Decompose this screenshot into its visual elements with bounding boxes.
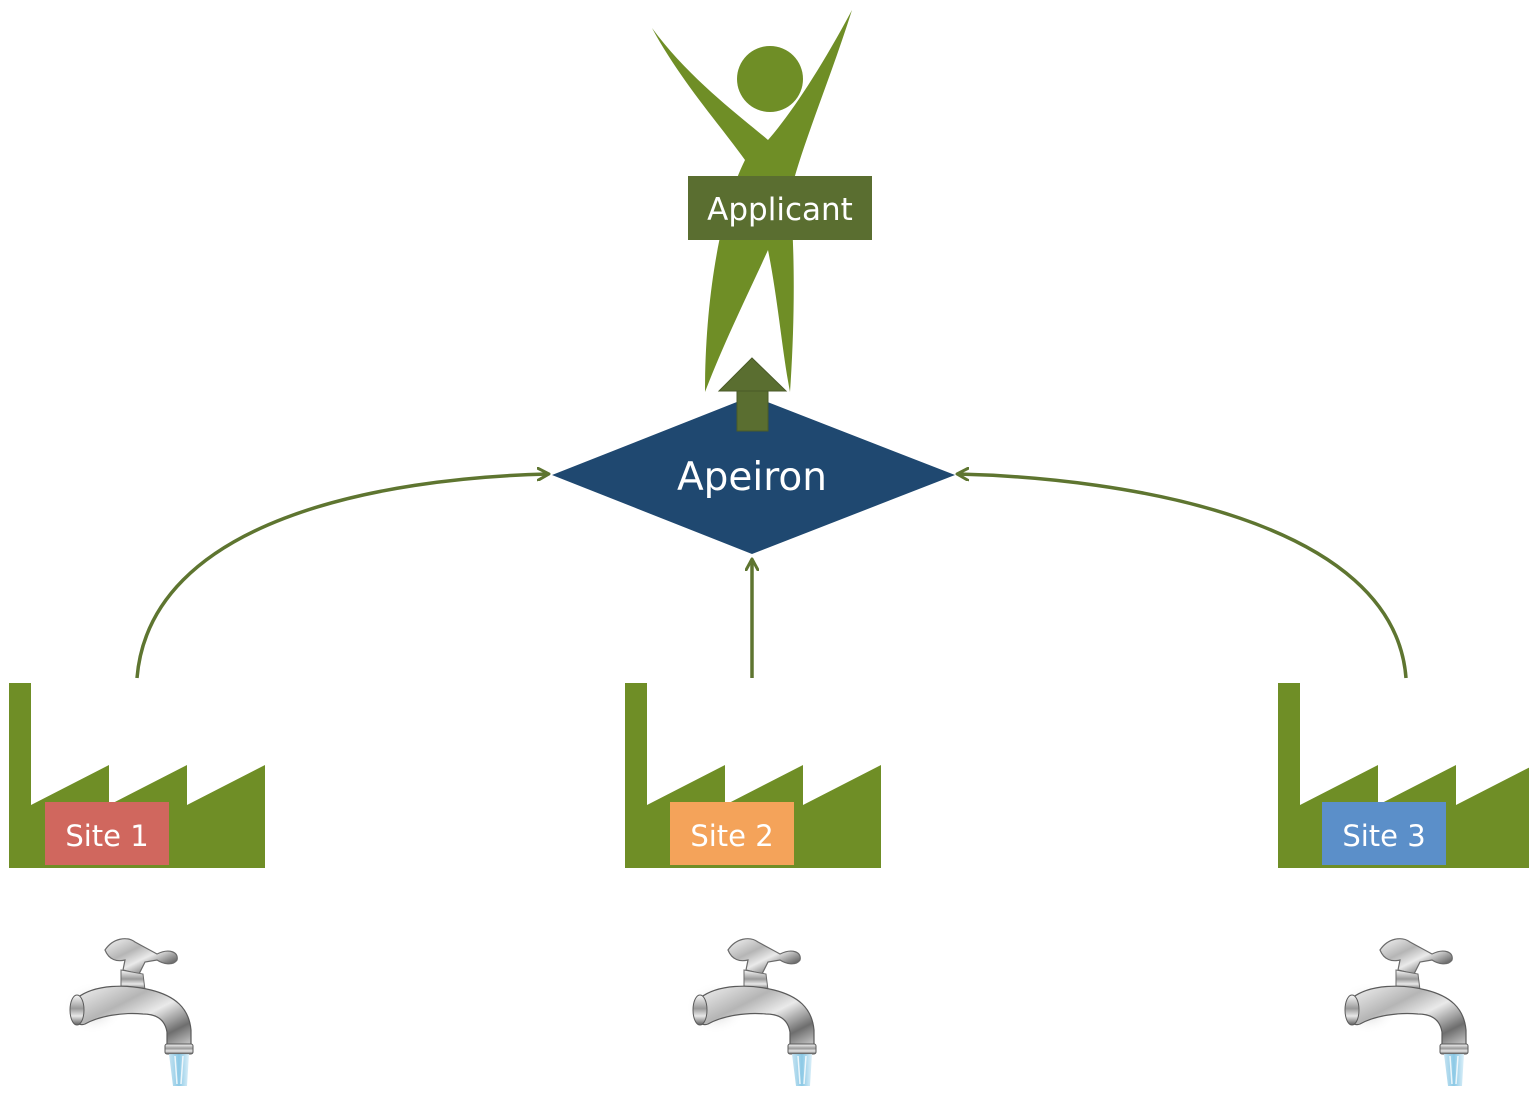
site-2: Site 2 bbox=[625, 683, 881, 868]
applicant-label: Applicant bbox=[707, 192, 853, 228]
arrow-site-3-to-apeiron bbox=[958, 474, 1408, 679]
site-2-label-box bbox=[670, 802, 794, 865]
apeiron-label: Apeiron bbox=[677, 455, 827, 500]
person-head bbox=[737, 46, 803, 112]
arrow-site-1-to-apeiron bbox=[135, 474, 548, 679]
site-2-label: Site 2 bbox=[690, 819, 773, 853]
water-faucet-icon bbox=[685, 937, 817, 1087]
site-1-label: Site 1 bbox=[65, 819, 148, 853]
site-3-label-box bbox=[1322, 802, 1446, 865]
applicant-label-box bbox=[688, 176, 872, 240]
water-faucet-icon bbox=[62, 937, 194, 1087]
site-1-label-box bbox=[45, 802, 169, 865]
arrow-apeiron-to-applicant-stem bbox=[736, 390, 769, 432]
site-3-label: Site 3 bbox=[1342, 819, 1425, 853]
site-3: Site 3 bbox=[1278, 683, 1529, 868]
water-faucet-icon bbox=[1337, 937, 1469, 1087]
apeiron-hub bbox=[552, 396, 955, 554]
site-1: Site 1 bbox=[9, 683, 265, 868]
